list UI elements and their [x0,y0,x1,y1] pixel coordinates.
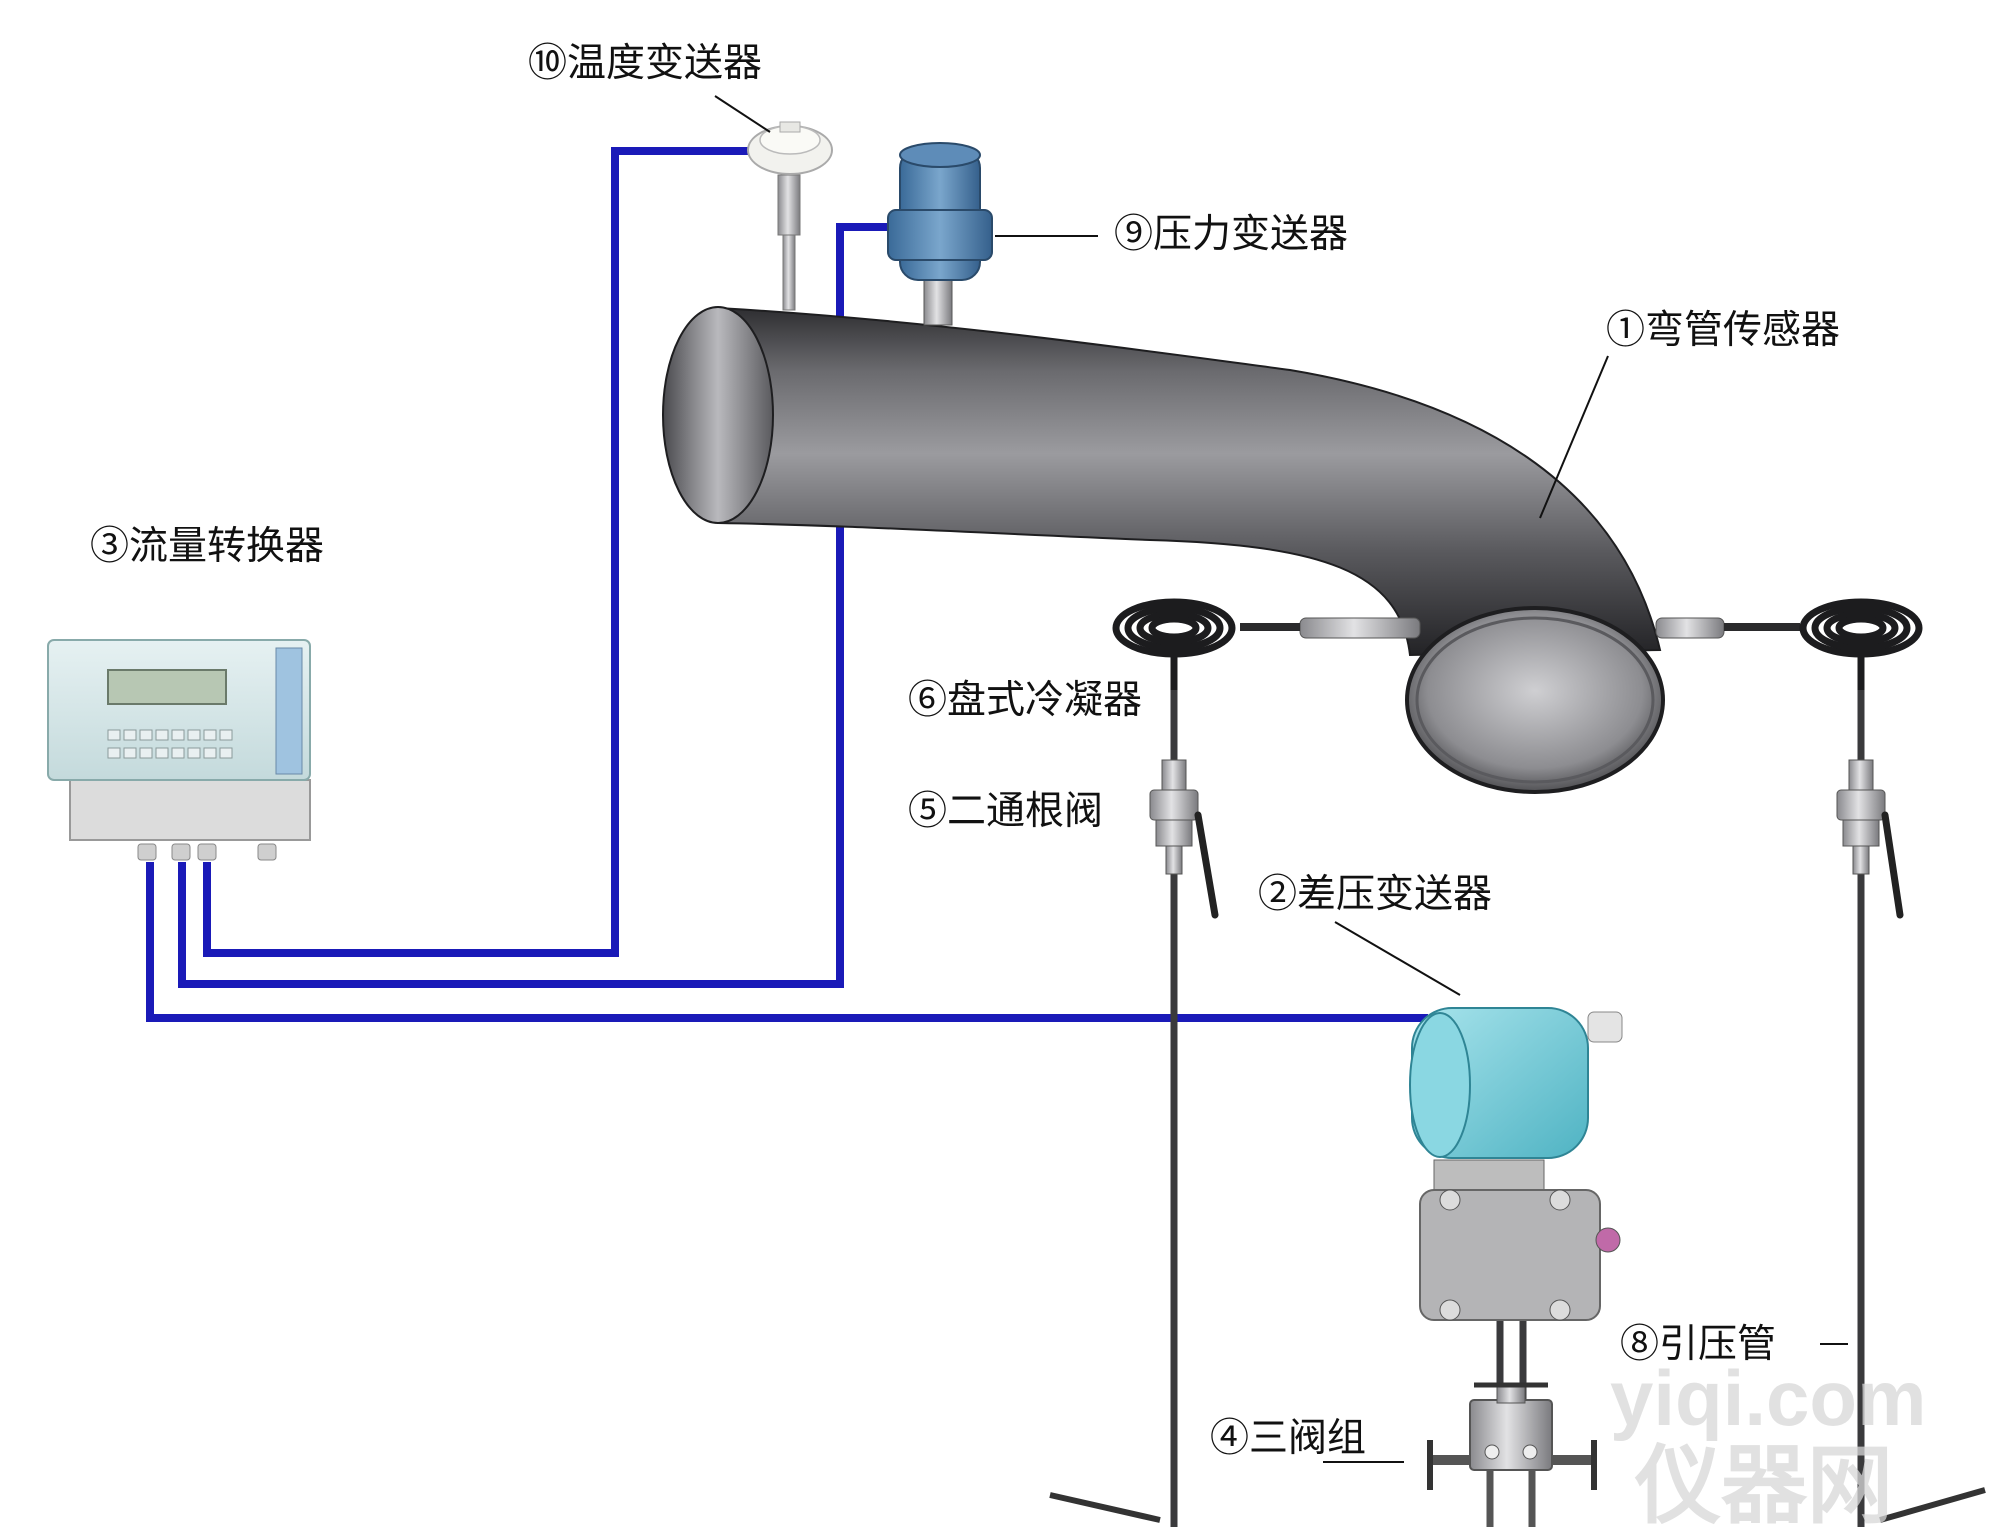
pipe-end-cap [662,306,774,524]
cable-temp-transmitter [203,147,752,957]
pressure-transmitter [887,142,993,326]
temperature-transmitter [747,121,833,311]
label-pressure-transmitter: ⑨压力变送器 [1114,212,1348,257]
label-three-valve: ④三阀组 [1210,1416,1366,1461]
label-two-way-valve: ⑤二通根阀 [908,789,1103,834]
label-temp-transmitter: ⑩温度变送器 [528,41,762,86]
drain-valves [1049,1487,1986,1523]
signal-cables [146,147,1428,1022]
label-dp-transmitter: ②差压变送器 [1258,872,1492,917]
two-way-valve-left [1149,759,1219,919]
two-way-valve-right [1836,759,1904,919]
converter-keypad [107,729,233,759]
label-bend-sensor: ①弯管传感器 [1606,308,1840,353]
bend-pipe-sensor [662,306,1800,794]
cable-pressure-transmitter [178,223,888,988]
pipe-opening [1405,606,1665,794]
tap-left [1299,617,1421,639]
dp-transmitter [1409,1007,1623,1321]
label-impulse-tube: ⑧引压管 [1620,1322,1776,1367]
watermark-domain: yiqi.com [1610,1354,1926,1442]
coil-condenser-left [1112,598,1236,690]
three-valve-manifold [1427,1382,1597,1527]
watermark-cn: 仪器网 [1634,1438,1893,1527]
converter-display [107,669,227,705]
cable-dp-transmitter [146,862,1428,1022]
coil-condenser-right [1799,598,1923,690]
label-flow-converter: ③流量转换器 [90,524,324,569]
label-coil-condenser: ⑥盘式冷凝器 [908,678,1142,723]
tap-right [1655,617,1725,639]
flow-converter [47,639,311,861]
leader-lines [714,95,1848,1463]
